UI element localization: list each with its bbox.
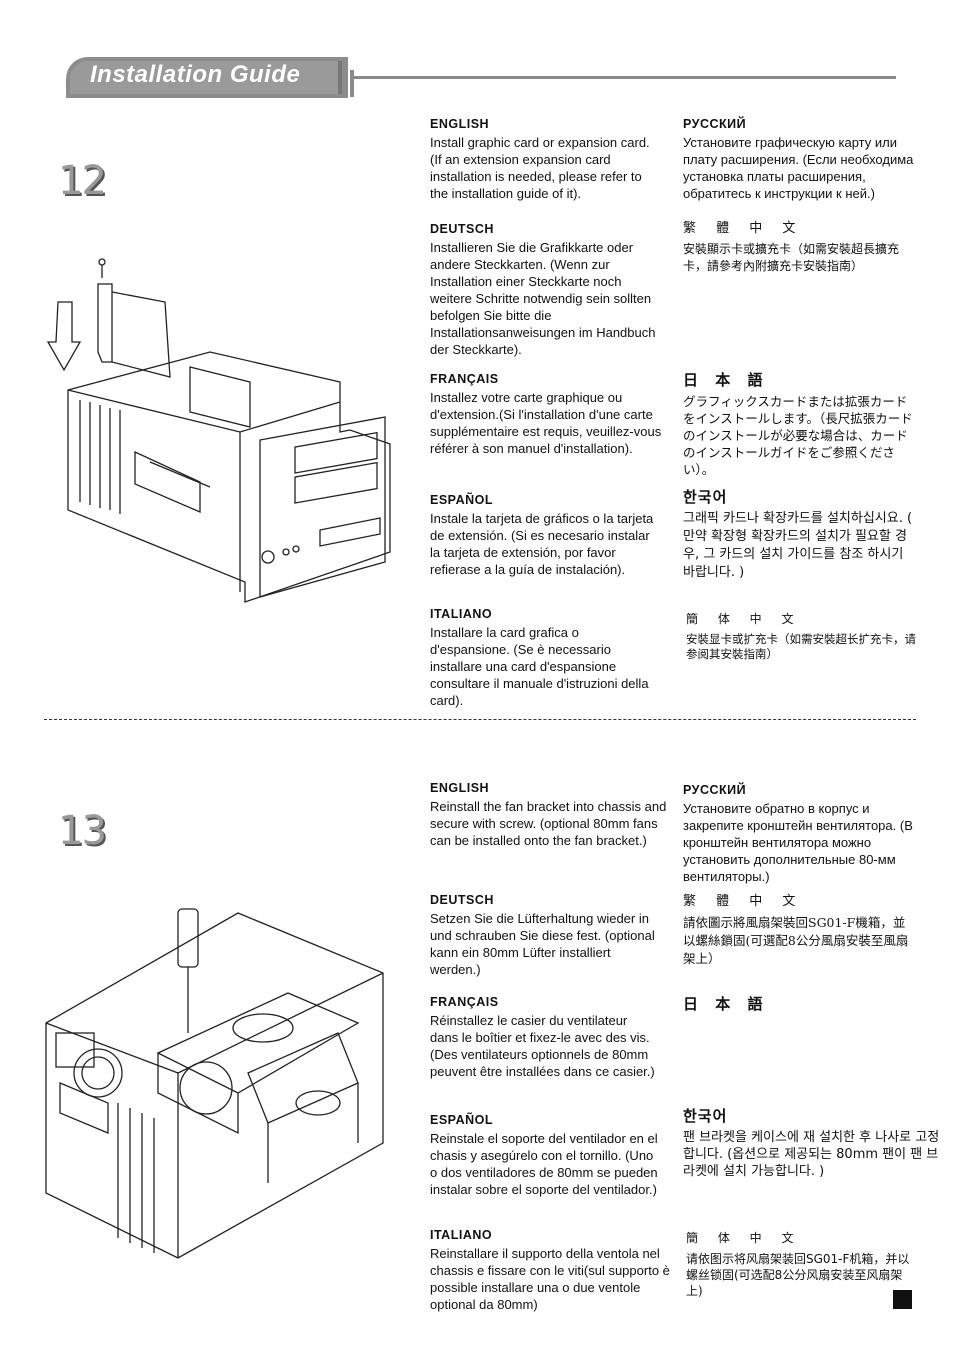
header-rule <box>350 76 896 79</box>
header-rule-cap <box>350 70 354 97</box>
lang-label: ENGLISH <box>430 117 490 131</box>
instruction-text: Installez votre carte graphique ou d'ext… <box>430 390 662 456</box>
instruction-text: Installare la card grafica o d'espansion… <box>430 625 649 708</box>
instruction-text: 请依图示将风扇架装回SG01-F机箱，并以螺丝锁固(可选配8公分风扇安装至风扇架… <box>686 1252 910 1298</box>
step12-english: ENGLISH Install graphic card or expansio… <box>430 117 660 202</box>
header-tab <box>66 57 348 98</box>
lang-label: ITALIANO <box>430 1228 493 1242</box>
lang-label: РУССКИЙ <box>683 117 747 131</box>
step13-italiano: ITALIANO Reinstallare il supporto della … <box>430 1228 680 1313</box>
lang-label: 日 本 語 <box>683 995 769 1013</box>
lang-label: FRANÇAIS <box>430 995 499 1009</box>
instruction-text: 그래픽 카드나 확장카드를 설치하십시요. ( 만약 확장형 확장카드의 설치가… <box>683 511 913 580</box>
lang-label: 繁 體 中 文 <box>683 894 804 909</box>
instruction-text: Installieren Sie die Grafikkarte oder an… <box>430 240 656 357</box>
page-marker-square <box>893 1290 912 1309</box>
instruction-text: Reinstale el soporte del ventilador en e… <box>430 1131 658 1197</box>
lang-label: ESPAÑOL <box>430 493 493 507</box>
instruction-text: 安裝显卡或扩充卡（如需安裝超长扩充卡，请参阅其安裝指南） <box>686 632 916 661</box>
lang-label: 簡 体 中 文 <box>686 612 802 626</box>
lang-label: ENGLISH <box>430 781 490 795</box>
step13-francais: FRANÇAIS Réinstallez le casier du ventil… <box>430 995 658 1080</box>
lang-label: 簡 体 中 文 <box>686 1231 802 1245</box>
lang-label: ITALIANO <box>430 607 493 621</box>
step12-korean: 한국어 그래픽 카드나 확장카드를 설치하십시요. ( 만약 확장형 확장카드의… <box>683 489 915 582</box>
step13-deutsch: DEUTSCH Setzen Sie die Lüfterhaltung wie… <box>430 893 658 978</box>
step13-simp-chinese: 簡 体 中 文 请依图示将风扇架装回SG01-F机箱，并以螺丝锁固(可选配8公分… <box>686 1230 918 1299</box>
lang-label: 한국어 <box>683 488 728 506</box>
lang-label: ESPAÑOL <box>430 1113 493 1127</box>
lang-label: 日 本 語 <box>683 371 769 389</box>
step12-simp-chinese: 簡 体 中 文 安裝显卡或扩充卡（如需安裝超长扩充卡，请参阅其安裝指南） <box>686 611 926 662</box>
step13-espanol: ESPAÑOL Reinstale el soporte del ventila… <box>430 1113 662 1198</box>
step12-russian: РУССКИЙ Установите графическую карту или… <box>683 117 915 202</box>
step13-japanese: 日 本 語 <box>683 996 915 1017</box>
section-divider <box>44 719 916 720</box>
step13-korean: 한국어 팬 브라켓을 케이스에 재 설치한 후 나사로 고정합니다. (옵션으로… <box>683 1108 945 1180</box>
step-number-13: 13 <box>58 808 107 854</box>
step13-english: ENGLISH Reinstall the fan bracket into c… <box>430 781 670 849</box>
instruction-text: Réinstallez le casier du ventilateur dan… <box>430 1013 655 1079</box>
step12-francais: FRANÇAIS Installez votre carte graphique… <box>430 372 662 457</box>
instruction-text: Install graphic card or expansion card. … <box>430 135 650 201</box>
instruction-text: 팬 브라켓을 케이스에 재 설치한 후 나사로 고정합니다. (옵션으로 제공되… <box>683 1130 940 1179</box>
page-title: Installation Guide <box>90 61 301 88</box>
lang-label: РУССКИЙ <box>683 783 747 797</box>
step12-deutsch: DEUTSCH Installieren Sie die Grafikkarte… <box>430 222 662 358</box>
step13-trad-chinese: 繁 體 中 文 請依圖示將風扇架裝回SG01-F機箱，並以螺絲鎖固(可選配8公分… <box>683 893 915 968</box>
instruction-text: Установите графическую карту или плату р… <box>683 135 914 201</box>
instruction-text: Instale la tarjeta de gráficos o la tarj… <box>430 511 654 577</box>
step12-italiano: ITALIANO Installare la card grafica o d'… <box>430 607 662 709</box>
instruction-text: Reinstallare il supporto della ventola n… <box>430 1246 670 1312</box>
chassis-fan-bracket-illustration <box>45 908 384 1259</box>
instruction-text: Setzen Sie die Lüfterhaltung wieder in u… <box>430 911 655 977</box>
instruction-text: Reinstall the fan bracket into chassis a… <box>430 799 667 848</box>
lang-label: DEUTSCH <box>430 222 494 236</box>
instruction-text: 請依圖示將風扇架裝回SG01-F機箱，並以螺絲鎖固(可選配8公分風扇安裝至風扇架… <box>683 915 909 966</box>
chassis-graphics-card-illustration <box>46 258 391 603</box>
lang-label: 繁 體 中 文 <box>683 221 804 236</box>
instruction-text: グラフィックスカードまたは拡張カードをインストールします。（長尺拡張カードのイン… <box>683 394 913 477</box>
step-number-12: 12 <box>58 158 107 204</box>
instruction-text: 安裝顯示卡或擴充卡（如需安裝超長擴充卡，請參考內附擴充卡安裝指南） <box>683 242 900 273</box>
step12-espanol: ESPAÑOL Instale la tarjeta de gráficos o… <box>430 493 662 578</box>
step12-japanese: 日 本 語 グラフィックスカードまたは拡張カードをインストールします。（長尺拡張… <box>683 372 915 478</box>
instruction-text: Установите обратно в корпус и закрепите … <box>683 801 913 884</box>
step12-trad-chinese: 繁 體 中 文 安裝顯示卡或擴充卡（如需安裝超長擴充卡，請參考內附擴充卡安裝指南… <box>683 220 915 275</box>
step13-russian: РУССКИЙ Установите обратно в корпус и за… <box>683 783 915 885</box>
lang-label: 한국어 <box>683 1107 728 1125</box>
lang-label: FRANÇAIS <box>430 372 499 386</box>
lang-label: DEUTSCH <box>430 893 494 907</box>
